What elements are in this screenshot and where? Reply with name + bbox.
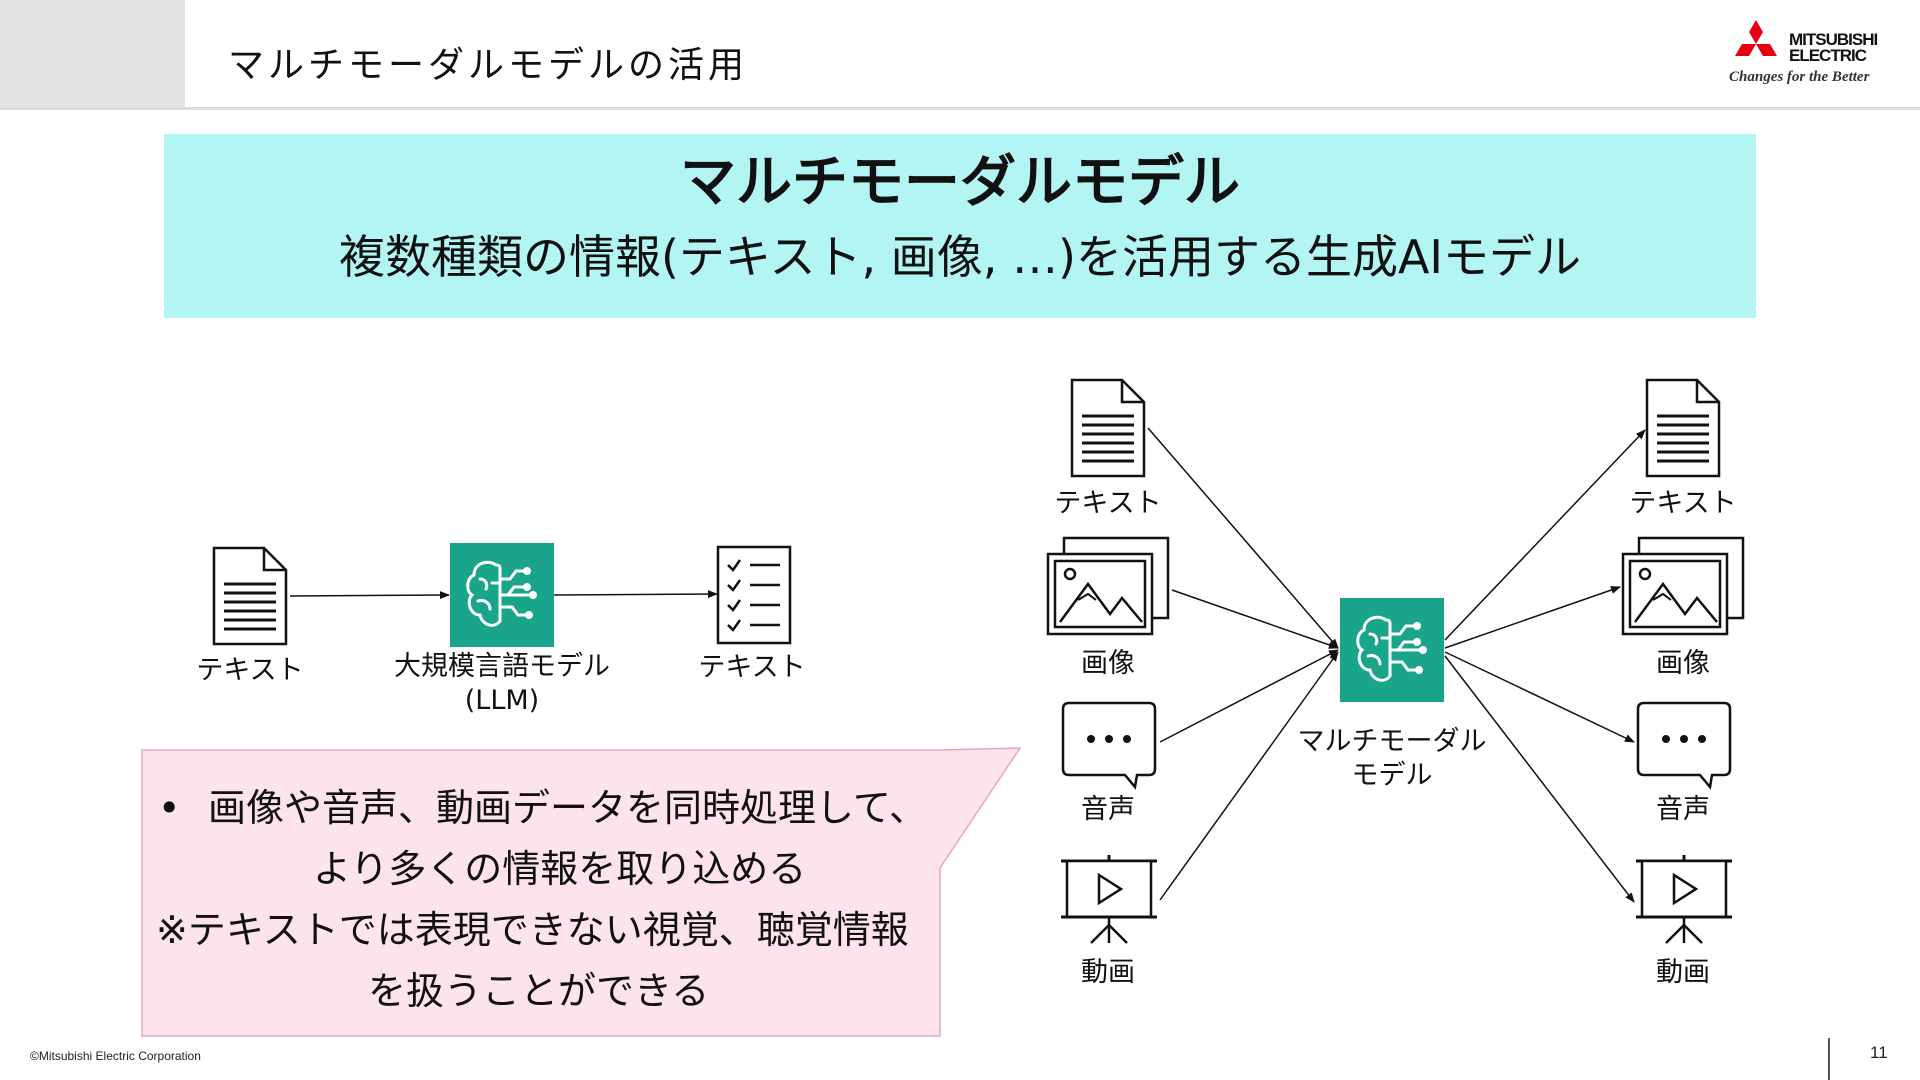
llm-model-label: 大規模言語モデル (LLM) bbox=[394, 651, 610, 716]
input-image-icon bbox=[1046, 536, 1170, 636]
page-title: マルチモーダルモデルの活用 bbox=[228, 45, 749, 86]
input-video-icon bbox=[1059, 853, 1159, 945]
ai-brain-icon bbox=[448, 541, 556, 649]
input-label-image: 画像 bbox=[1081, 648, 1135, 679]
banner-title: マルチモーダルモデル bbox=[680, 150, 1240, 215]
output-text-icon bbox=[1645, 378, 1721, 478]
definition-banner: マルチモーダルモデル 複数種類の情報(テキスト, 画像, …)を活用する生成AI… bbox=[164, 134, 1756, 318]
header-divider bbox=[0, 107, 1920, 110]
logo-tagline: Changes for the Better bbox=[1729, 69, 1870, 85]
arrow-input-image bbox=[1171, 589, 1339, 649]
banner-subtitle: 複数種類の情報(テキスト, 画像, …)を活用する生成AIモデル bbox=[338, 230, 1582, 284]
arrow-output-text bbox=[1444, 429, 1646, 641]
arrow-llm-to-text bbox=[553, 590, 718, 599]
three-diamonds-icon bbox=[1735, 20, 1777, 56]
arrow-input-audio bbox=[1159, 649, 1339, 743]
multimodal-ai-icon bbox=[1338, 596, 1446, 704]
header-accent-block bbox=[0, 0, 185, 108]
bullet-marker: • bbox=[158, 786, 181, 830]
llm-output-label: テキスト bbox=[698, 652, 806, 683]
input-label-text: テキスト bbox=[1054, 488, 1162, 519]
output-audio-icon bbox=[1636, 701, 1732, 789]
output-image-icon bbox=[1621, 536, 1745, 636]
arrow-output-video bbox=[1444, 655, 1635, 903]
input-text-icon bbox=[1070, 378, 1146, 478]
input-audio-icon bbox=[1061, 701, 1157, 789]
copyright-text: ©Mitsubishi Electric Corporation bbox=[30, 1049, 201, 1063]
page-number: 11 bbox=[1870, 1043, 1888, 1062]
output-label-text: テキスト bbox=[1629, 488, 1737, 519]
logo-wordmark: MITSUBISHI ELECTRIC bbox=[1789, 30, 1878, 65]
output-label-audio: 音声 bbox=[1656, 794, 1710, 825]
arrow-input-text bbox=[1147, 427, 1339, 649]
input-label-audio: 音声 bbox=[1081, 794, 1135, 825]
output-label-image: 画像 bbox=[1656, 648, 1710, 679]
output-video-icon bbox=[1634, 853, 1734, 945]
arrow-output-audio bbox=[1444, 651, 1635, 743]
text-document-icon bbox=[212, 546, 288, 646]
footer-divider bbox=[1828, 1038, 1830, 1080]
checklist-document-icon bbox=[716, 545, 792, 645]
llm-input-label: テキスト bbox=[196, 655, 304, 686]
callout-bubble bbox=[141, 747, 1022, 1037]
input-label-video: 動画 bbox=[1081, 957, 1135, 988]
output-label-video: 動画 bbox=[1656, 957, 1710, 988]
callout-text: • 画像や音声、動画データを同時処理して、 より多くの情報を取り込める ※テキス… bbox=[148, 778, 928, 1022]
arrow-text-to-llm bbox=[289, 591, 450, 600]
company-logo: MITSUBISHI ELECTRIC Changes for the Bett… bbox=[1725, 18, 1905, 94]
arrow-output-image bbox=[1444, 586, 1621, 649]
arrow-input-video bbox=[1159, 651, 1339, 901]
multimodal-model-label: マルチモーダル モデル bbox=[1297, 726, 1487, 791]
